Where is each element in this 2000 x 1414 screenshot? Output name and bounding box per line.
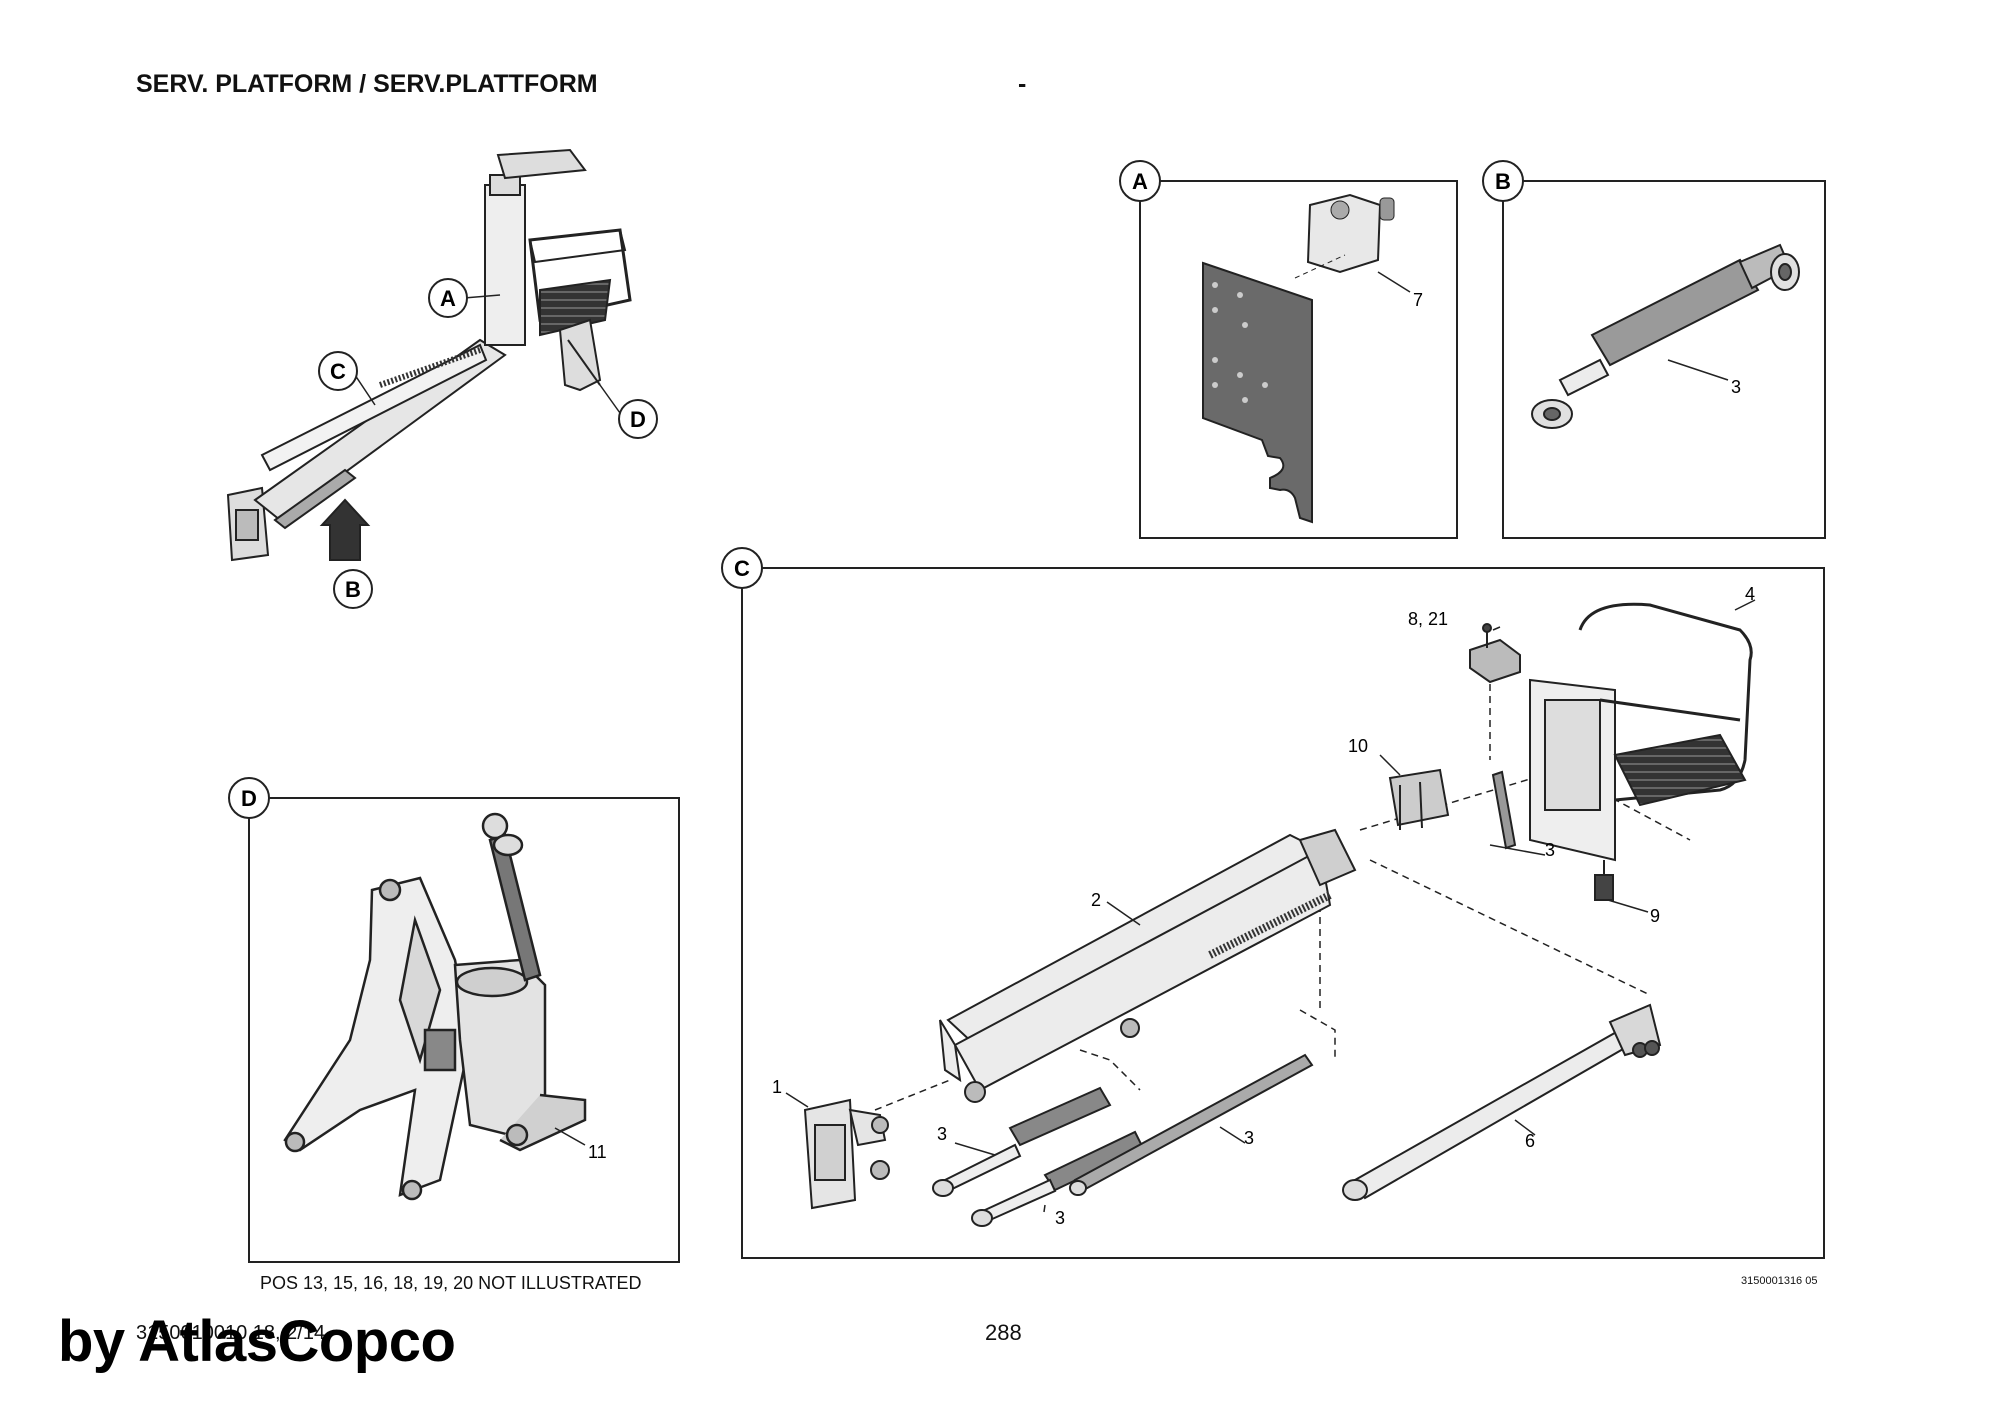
pos-3-label-c4: 3 — [1545, 840, 1555, 860]
pos-4-label: 4 — [1745, 584, 1755, 604]
pos-3-label-c2: 3 — [1055, 1208, 1065, 1228]
pos-8-21-label: 8, 21 — [1408, 609, 1448, 629]
pos-3-label-b: 3 — [1731, 377, 1741, 397]
not-illustrated-note: POS 13, 15, 16, 18, 19, 20 NOT ILLUSTRAT… — [260, 1273, 642, 1293]
pos-2-label: 2 — [1091, 890, 1101, 910]
telescopic-arm — [1342, 1003, 1662, 1201]
valve-block — [1306, 193, 1382, 274]
pos-10-label: 10 — [1348, 736, 1368, 756]
page-number: 288 — [985, 1320, 1022, 1345]
detail-d-label: D — [241, 786, 257, 811]
main-boom — [939, 828, 1357, 1103]
pos-7-label: 7 — [1413, 290, 1423, 310]
hydraulic-cylinder — [1531, 243, 1800, 429]
callout-a-overview: A — [428, 278, 468, 318]
callout-b-label: B — [345, 577, 361, 602]
overview-illustration — [226, 148, 632, 562]
detail-c-panel: C — [721, 547, 1825, 1259]
document-id: 3150010010 18, 2/14 — [136, 1322, 326, 1344]
pos-9-label: 9 — [1650, 906, 1660, 926]
detail-a-panel: A 7 — [1119, 160, 1458, 539]
small-valve — [1594, 860, 1614, 901]
base-plate — [803, 1098, 890, 1210]
overview-callouts: A C D B — [318, 278, 658, 609]
header-separator: - — [1018, 70, 1027, 98]
callout-c-label: C — [330, 359, 346, 384]
pos-6-label: 6 — [1525, 1131, 1535, 1151]
pos-11-label: 11 — [588, 1142, 607, 1162]
service-basket — [1529, 602, 1753, 862]
callout-a-label: A — [440, 286, 456, 311]
pos-3-label-c1: 3 — [937, 1124, 947, 1144]
callout-b-overview: B — [333, 569, 373, 609]
callout-d-label: D — [630, 407, 646, 432]
drawing-number: 3150001316 05 — [1741, 1275, 1818, 1287]
mounting-plate — [1202, 261, 1313, 524]
pos-3-label-c3: 3 — [1244, 1128, 1254, 1148]
hose-brackets — [1388, 768, 1450, 830]
brand-watermark: by AtlasCopco — [58, 1309, 456, 1374]
detail-a-label: A — [1132, 169, 1148, 194]
detail-d-panel: D 11 — [228, 777, 680, 1263]
pos-1-label: 1 — [772, 1077, 782, 1097]
callout-d-overview: D — [618, 399, 658, 439]
detail-c-label: C — [734, 556, 750, 581]
callout-c-overview: C — [318, 351, 358, 391]
pedestal-bracket — [283, 812, 587, 1201]
control-box — [1469, 623, 1521, 684]
detail-b-label: B — [1495, 169, 1511, 194]
page-title: SERV. PLATFORM / SERV.PLATTFORM — [136, 70, 598, 98]
detail-b-panel: B 3 — [1482, 160, 1826, 539]
lift-cylinders — [932, 770, 1517, 1227]
